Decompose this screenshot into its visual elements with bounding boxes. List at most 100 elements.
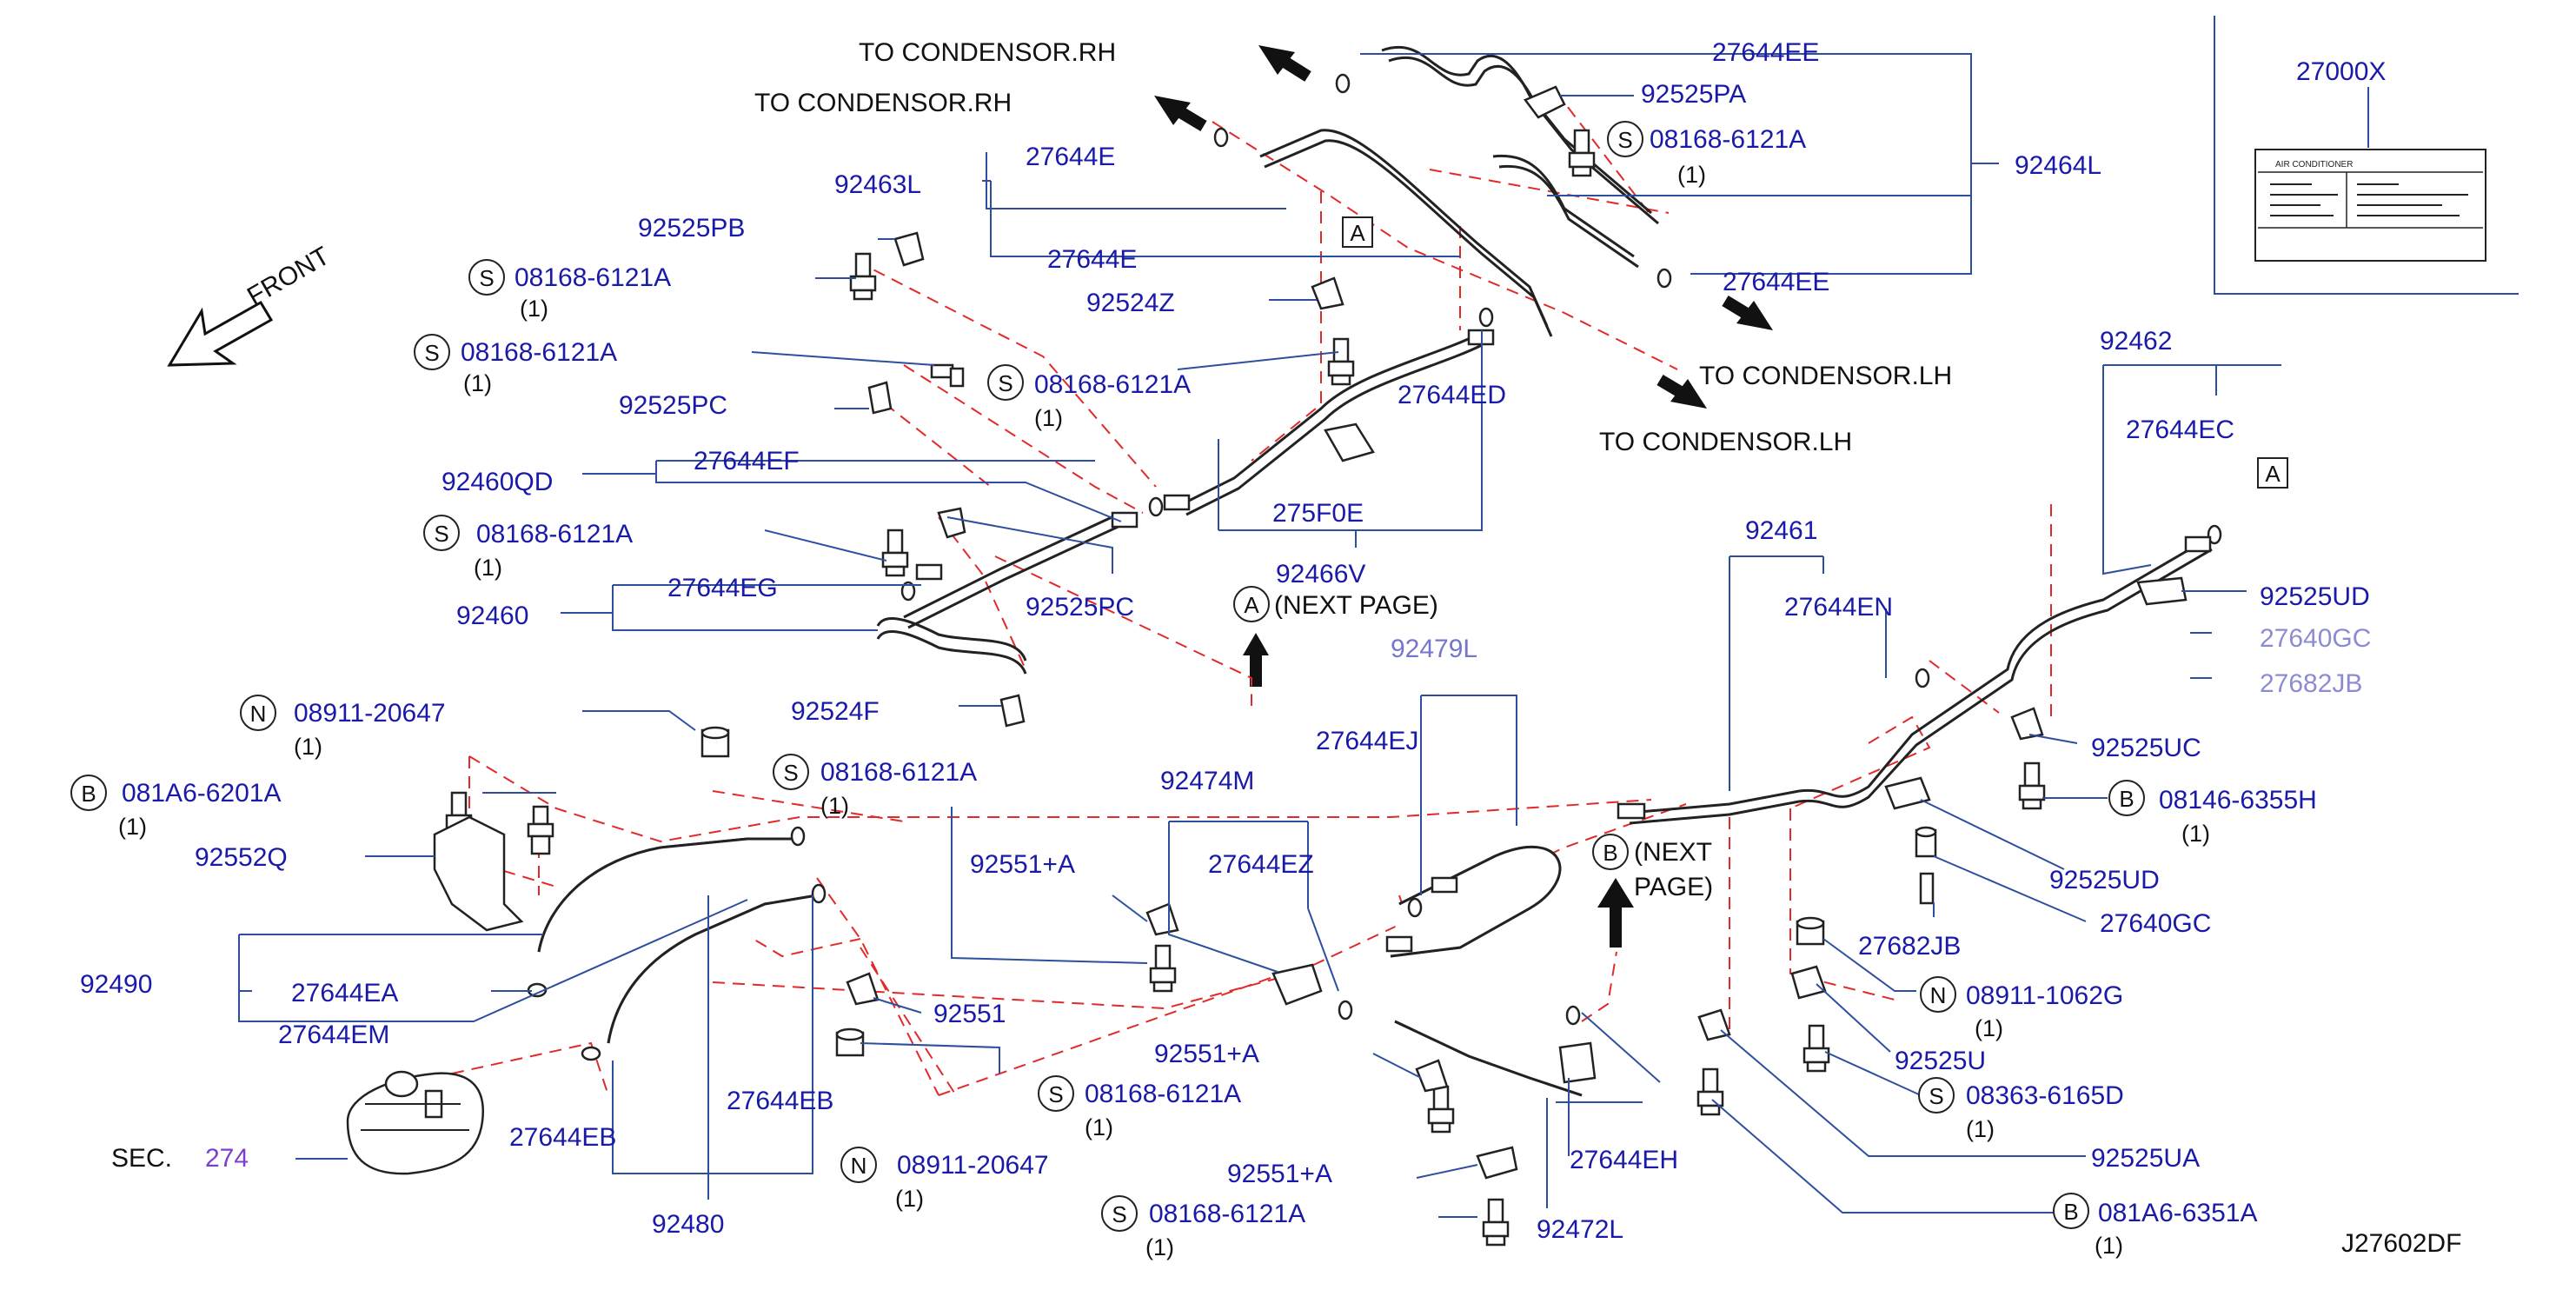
to-condensor-rh-label-1: TO CONDENSOR.RH [859, 38, 1116, 67]
part-92472L[interactable]: 92472L [1537, 1215, 1623, 1244]
s-marker-icon: S [773, 754, 809, 790]
s-marker-icon: S [1038, 1075, 1074, 1112]
bolt-icon [1327, 337, 1355, 386]
part-92524Z[interactable]: 92524Z [1086, 289, 1175, 317]
part-92525U[interactable]: 92525U [1895, 1047, 1986, 1075]
svg-text:B: B [2119, 786, 2134, 812]
part-27644EB[interactable]: 27644EB [509, 1123, 616, 1152]
part-92524F[interactable]: 92524F [791, 697, 880, 726]
next-page-b-label-1: (NEXT [1634, 838, 1712, 867]
part-27644EH[interactable]: 27644EH [1570, 1146, 1678, 1174]
part-27644EG[interactable]: 27644EG [667, 574, 778, 602]
part-275F0E[interactable]: 275F0E [1272, 499, 1364, 528]
part-27682JB-faded[interactable]: 27682JB [2260, 669, 2362, 698]
o-ring-icon [1915, 668, 1930, 688]
drawing-id: J27602DF [2341, 1229, 2461, 1258]
part-92525UD[interactable]: 92525UD [2260, 582, 2370, 611]
part-92464L[interactable]: 92464L [2015, 151, 2101, 180]
part-27644EE-bottom[interactable]: 27644EE [1723, 268, 1829, 296]
b-marker-icon: B [1592, 834, 1629, 870]
part-92551[interactable]: 92551 [933, 1000, 1006, 1028]
part-27644EZ[interactable]: 27644EZ [1208, 850, 1314, 879]
part-92525PB[interactable]: 92525PB [638, 214, 745, 243]
front-label: FRONT [242, 242, 335, 311]
part-92551+A[interactable]: 92551+A [1154, 1040, 1259, 1068]
svg-text:S: S [479, 265, 494, 291]
arrow-to-condensor-rh-2 [1154, 96, 1207, 132]
grommet-icon [1915, 826, 1937, 858]
part-92479L-faded[interactable]: 92479L [1391, 635, 1477, 663]
part-92525UC[interactable]: 92525UC [2091, 734, 2201, 762]
part-08146-6355H[interactable]: 08146-6355H [2159, 786, 2317, 815]
bolt-icon [527, 805, 554, 855]
part-08168-6121A[interactable]: 08168-6121A [1034, 370, 1191, 399]
part-081A6-6201A[interactable]: 081A6-6201A [122, 779, 282, 808]
part-92490[interactable]: 92490 [80, 970, 152, 999]
o-ring-icon [1338, 1000, 1353, 1021]
part-27644EC[interactable]: 27644EC [2126, 416, 2234, 444]
part-92463L[interactable]: 92463L [834, 170, 921, 199]
section-number-link[interactable]: 274 [205, 1144, 249, 1173]
svg-text:N: N [250, 701, 267, 727]
part-92460[interactable]: 92460 [456, 602, 528, 630]
part-27640GC[interactable]: 27640GC [2100, 909, 2211, 938]
part-92480[interactable]: 92480 [652, 1210, 724, 1239]
part-92525PC[interactable]: 92525PC [619, 391, 727, 420]
part-92474M[interactable]: 92474M [1160, 767, 1254, 795]
svg-text:N: N [1930, 982, 1947, 1008]
part-92525PA[interactable]: 92525PA [1641, 80, 1746, 109]
part-27640GC-faded[interactable]: 27640GC [2260, 624, 2371, 653]
part-27644EJ[interactable]: 27644EJ [1316, 727, 1418, 755]
part-27644ED[interactable]: 27644ED [1398, 381, 1506, 409]
s-marker-icon: S [1918, 1077, 1955, 1114]
part-081A6-6351A[interactable]: 081A6-6351A [2098, 1199, 2258, 1227]
part-27682JB[interactable]: 27682JB [1858, 932, 1961, 961]
part-08911-20647[interactable]: 08911-20647 [294, 699, 446, 728]
quantity: (1) [118, 814, 147, 840]
o-ring-icon [900, 581, 916, 602]
clip-icon [1884, 776, 1931, 810]
part-08911-20647[interactable]: 08911-20647 [897, 1151, 1049, 1180]
bolt-icon [2018, 761, 2046, 810]
b-marker-icon: B [70, 775, 107, 811]
part-92525UD[interactable]: 92525UD [2049, 866, 2160, 894]
bolt-icon [930, 363, 965, 388]
part-08168-6121A[interactable]: 08168-6121A [1085, 1080, 1241, 1108]
part-92461[interactable]: 92461 [1745, 516, 1817, 545]
part-08168-6121A[interactable]: 08168-6121A [515, 263, 671, 292]
to-condensor-rh-label-2: TO CONDENSOR.RH [754, 89, 1012, 117]
quantity: (1) [1145, 1234, 1174, 1260]
part-92552Q[interactable]: 92552Q [195, 843, 288, 872]
part-27644EF[interactable]: 27644EF [694, 447, 800, 475]
section-label: SEC. [111, 1144, 172, 1173]
next-page-a-label: (NEXT PAGE) [1274, 591, 1438, 620]
part-92462[interactable]: 92462 [2100, 327, 2172, 356]
part-27644E[interactable]: 27644E [1047, 245, 1137, 274]
part-08911-1062G[interactable]: 08911-1062G [1966, 981, 2123, 1010]
part-number-labels: 27644EE 92525PA 08168-6121A (1) 92464L 2… [80, 38, 2461, 1260]
part-92551+A[interactable]: 92551+A [1227, 1160, 1332, 1188]
nut-icon [700, 726, 730, 758]
part-92460QD[interactable]: 92460QD [442, 468, 553, 496]
part-08168-6121A[interactable]: 08168-6121A [461, 338, 617, 367]
part-27644EB[interactable]: 27644EB [727, 1087, 833, 1115]
part-08168-6121A[interactable]: 08168-6121A [476, 520, 633, 549]
part-92466V[interactable]: 92466V [1276, 560, 1365, 588]
part-27644EA[interactable]: 27644EA [291, 979, 398, 1007]
part-92525PC[interactable]: 92525PC [1026, 593, 1134, 622]
part-08168-6121A[interactable]: 08168-6121A [1149, 1200, 1305, 1228]
part-27644EN[interactable]: 27644EN [1784, 593, 1893, 622]
clip-icon [1145, 902, 1179, 936]
arrow-to-condensor-lh-1 [1722, 296, 1773, 330]
part-08168-6121A[interactable]: 08168-6121A [1650, 125, 1806, 154]
arrow-up-next-page-a [1243, 633, 1269, 687]
part-08168-6121A[interactable]: 08168-6121A [820, 758, 977, 787]
part-92525UA[interactable]: 92525UA [2091, 1144, 2200, 1173]
part-27644EE-top[interactable]: 27644EE [1712, 38, 1819, 67]
part-27644E[interactable]: 27644E [1026, 143, 1115, 171]
part-08363-6165D[interactable]: 08363-6165D [1966, 1081, 2124, 1110]
part-27000X[interactable]: 27000X [2296, 57, 2386, 86]
part-92551+A[interactable]: 92551+A [970, 850, 1075, 879]
o-ring-icon [1335, 73, 1351, 94]
part-27644EM[interactable]: 27644EM [278, 1021, 389, 1049]
